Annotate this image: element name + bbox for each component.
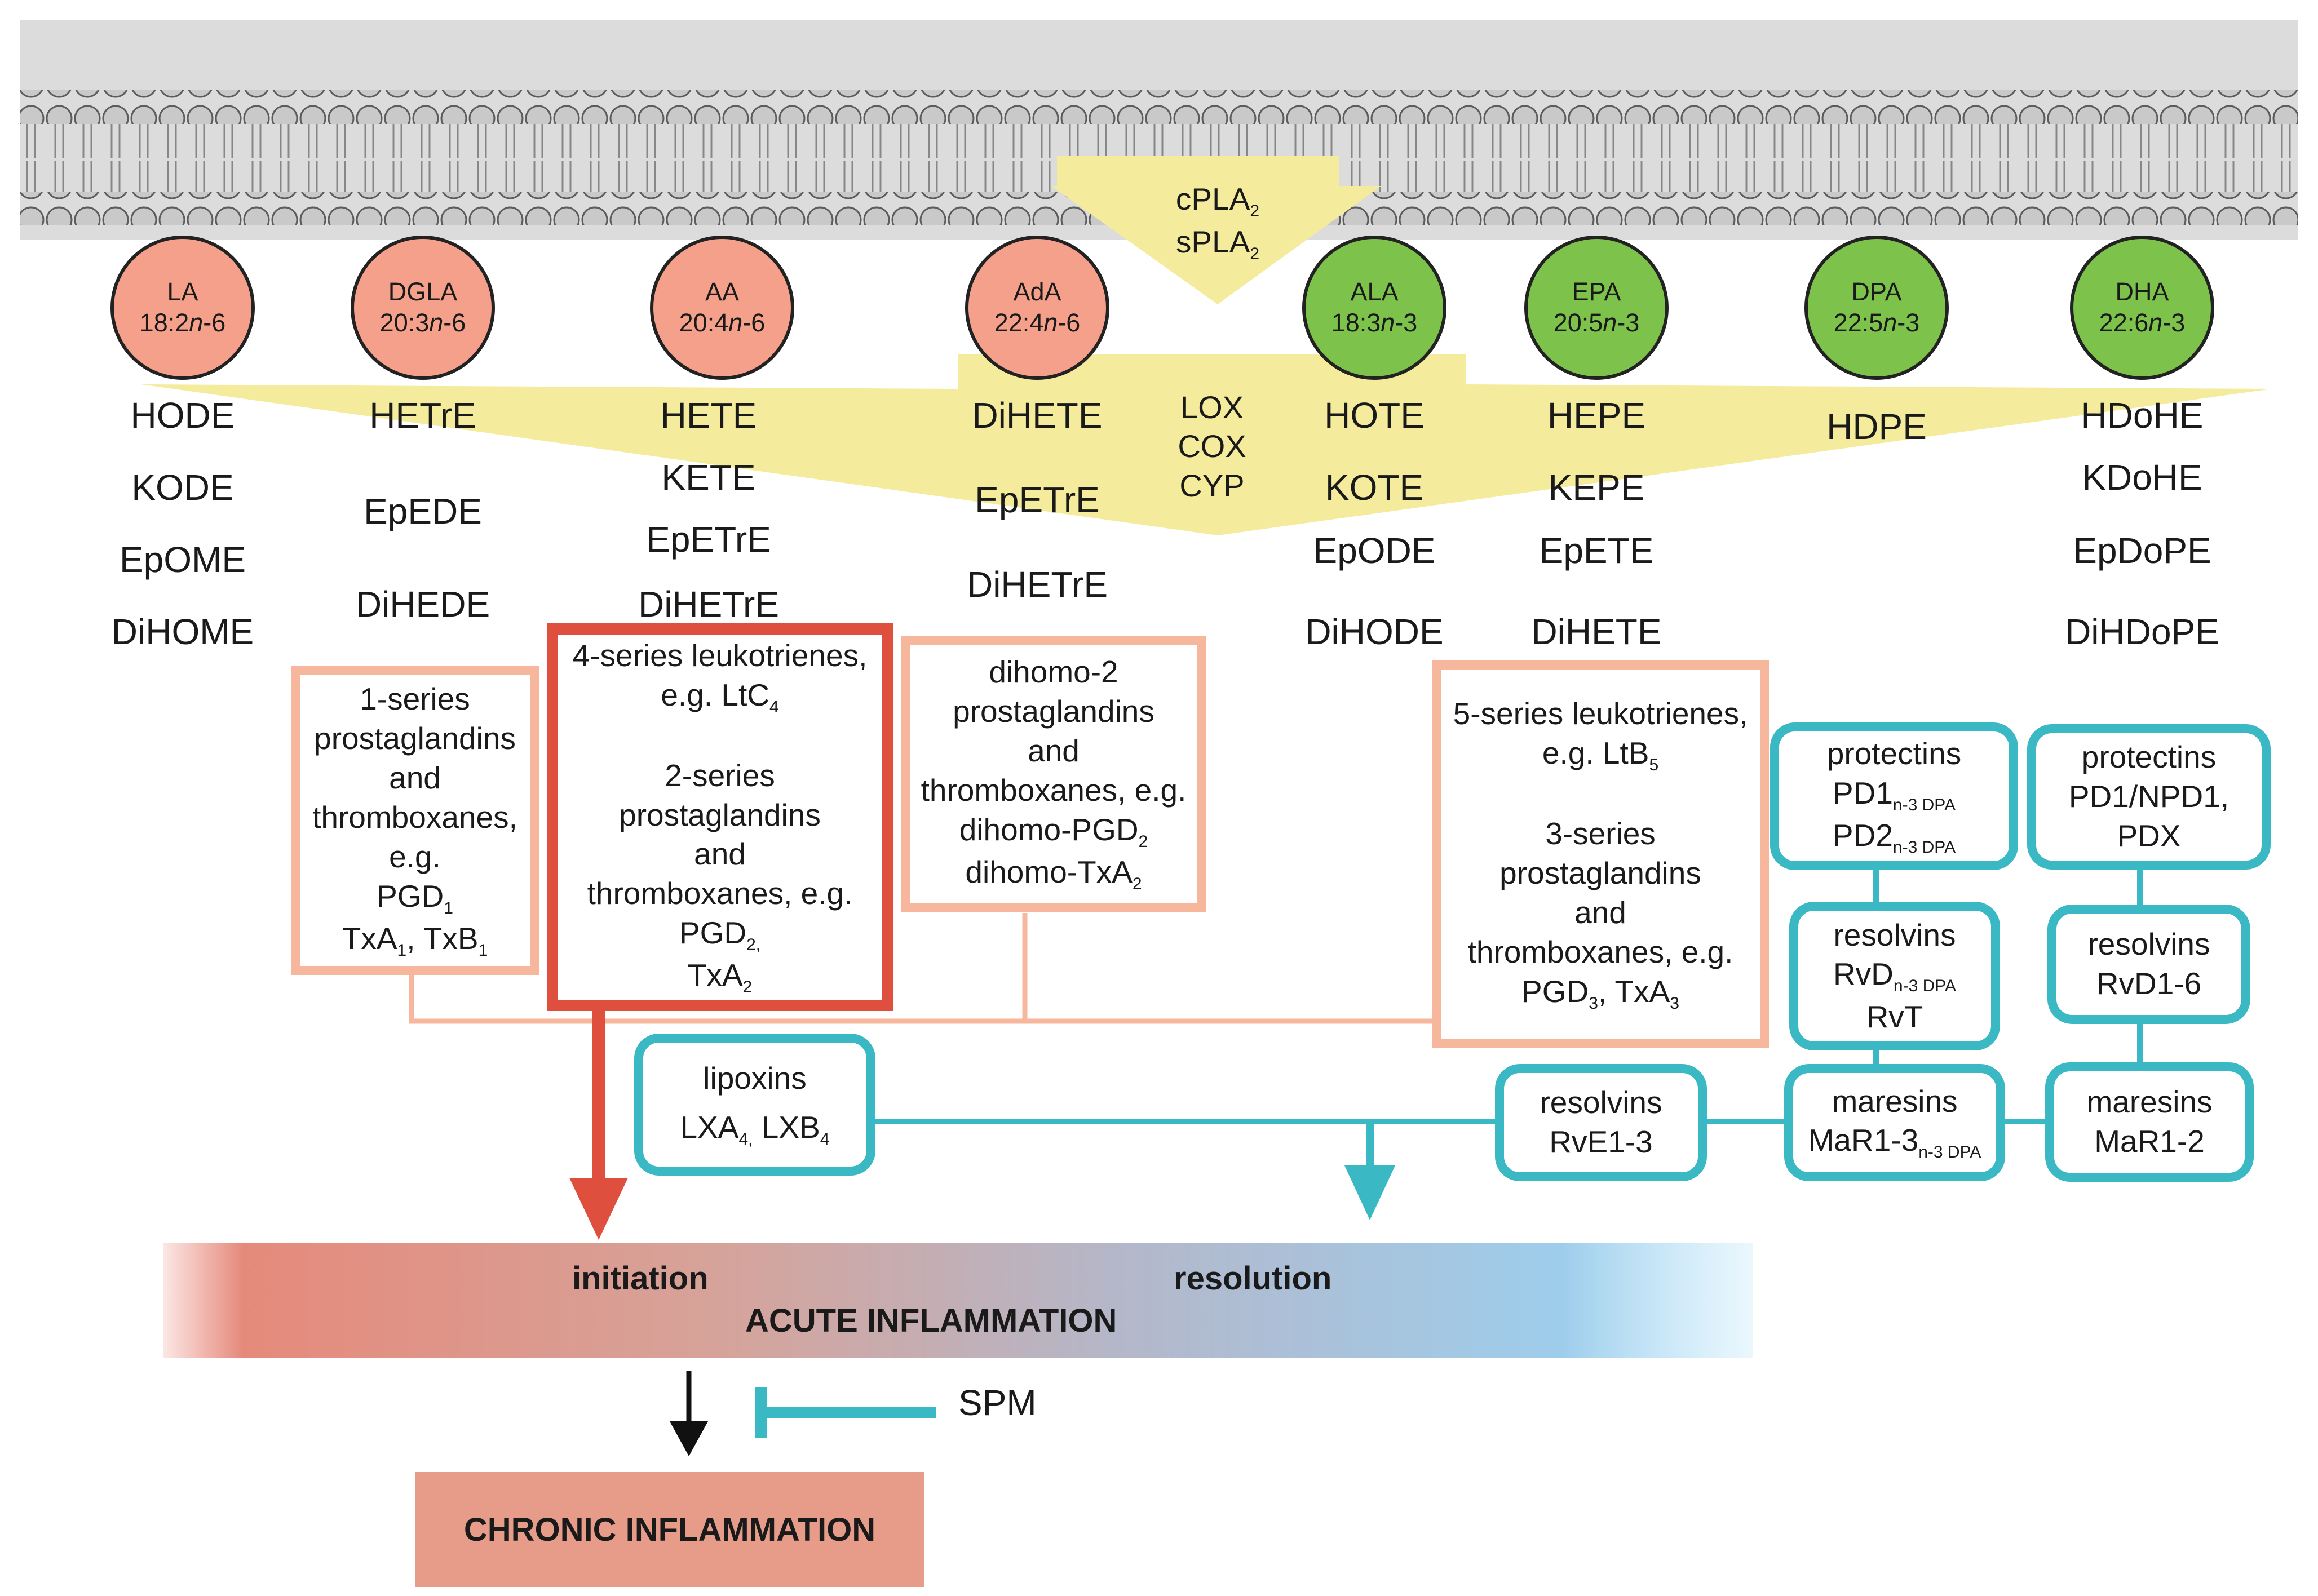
maresins-dpa-box: maresins MaR1-3n-3 DPA	[1784, 1064, 2005, 1181]
fatty-acid-aa: AA 20:4n-6	[650, 236, 794, 380]
oxylipin: HODE	[130, 395, 235, 436]
oxylipin: KODE	[131, 467, 234, 508]
phospholipase-arrow	[1051, 156, 1381, 304]
resolvins-e-box: resolvins RvE1-3	[1495, 1064, 1707, 1181]
aa-eicosanoids-box: 4-series leukotrienes, e.g. LtC4 2-serie…	[547, 623, 893, 1011]
oxylipin: EpETrE	[975, 480, 1100, 520]
membrane-outer-heads	[20, 90, 2298, 124]
dgla-eicosanoids-box: 1-series prostaglandins and thromboxanes…	[291, 666, 539, 975]
chronic-inflammation-box: CHRONIC INFLAMMATION	[415, 1472, 924, 1587]
oxylipin: DiHOME	[111, 611, 254, 652]
spm-resolution-arrow	[1344, 1121, 1395, 1220]
chronic-inflammation-label: CHRONIC INFLAMMATION	[463, 1511, 876, 1548]
oxylipin: KETE	[661, 457, 756, 498]
oxylipin: DiHDoPE	[2065, 611, 2219, 652]
ada-eicosanoids-box: dihomo-2 prostaglandins and thromboxanes…	[901, 636, 1206, 912]
oxylipin: HEPE	[1547, 395, 1646, 436]
epa-eicosanoids-box: 5-series leukotrienes, e.g. LtB5 3-serie…	[1432, 660, 1769, 1048]
oxylipin: EpETE	[1539, 530, 1654, 571]
maresins-dha-box: maresins MaR1-2	[2045, 1062, 2254, 1182]
fatty-acid-dha: DHA 22:6n-3	[2070, 236, 2214, 380]
initiation-label: initiation	[572, 1260, 709, 1297]
oxylipin: EpOME	[119, 539, 246, 580]
oxylipin: HDPE	[1826, 406, 1927, 447]
oxylipin: DiHETE	[972, 395, 1103, 436]
oxygenase-arrow	[141, 354, 2272, 535]
acute-inflammation-label: ACUTE INFLAMMATION	[745, 1302, 1117, 1339]
oxygenase-label: LOX COX CYP	[1178, 389, 1246, 503]
membrane-outer-tails	[20, 124, 2298, 158]
oxylipin: EpETrE	[646, 519, 771, 560]
oxylipin: DiHETrE	[966, 564, 1108, 605]
oxylipin: DiHEDE	[355, 584, 490, 624]
resolvins-dpa-box: resolvins RvDn-3 DPA RvT	[1789, 902, 2000, 1050]
oxylipin: HETE	[660, 395, 757, 436]
oxylipin: EpEDE	[364, 491, 482, 531]
oxylipin: KOTE	[1325, 467, 1424, 508]
pro-inflammatory-arrow	[569, 1007, 628, 1240]
protectins-dha-box: protectins PD1/NPD1, PDX	[2027, 724, 2271, 870]
spm-inhibition-symbol	[755, 1387, 936, 1438]
resolution-label: resolution	[1174, 1260, 1332, 1297]
oxylipin: HDoHE	[2081, 395, 2204, 436]
oxylipin: EpODE	[1313, 530, 1436, 571]
fatty-acid-epa: EPA 20:5n-3	[1524, 236, 1669, 380]
acute-inflammation-bar	[163, 1243, 1753, 1358]
oxylipin: DiHODE	[1305, 611, 1444, 652]
phospholipase-label: cPLA2 sPLA2	[1175, 181, 1260, 264]
oxylipin: HOTE	[1324, 395, 1425, 436]
fatty-acid-ada: AdA 22:4n-6	[965, 236, 1109, 380]
oxylipin: EpDoPE	[2073, 530, 2211, 571]
protectins-dpa-box: protectins PD1n-3 DPA PD2n-3 DPA	[1770, 722, 2018, 870]
eicosanoid-connectors	[409, 913, 1437, 1024]
chronic-progression-arrow	[670, 1371, 708, 1456]
lipoxins-box: lipoxins LXA4, LXB4	[634, 1034, 875, 1176]
oxylipin: KEPE	[1548, 467, 1645, 508]
spm-connectors	[871, 865, 2143, 1124]
oxylipin: HETrE	[369, 395, 476, 436]
oxylipin: DiHETE	[1531, 611, 1662, 652]
fatty-acid-ala: ALA 18:3n-3	[1302, 236, 1446, 380]
fatty-acid-dpa: DPA 22:5n-3	[1804, 236, 1949, 380]
fatty-acid-la: LA 18:2n-6	[110, 236, 255, 380]
spm-label: SPM	[958, 1382, 1037, 1423]
fatty-acid-dgla: DGLA 20:3n-6	[351, 236, 495, 380]
oxylipin: DiHETrE	[638, 584, 780, 624]
resolvins-dha-box: resolvins RvD1-6	[2047, 905, 2250, 1024]
oxylipin: KDoHE	[2082, 457, 2202, 498]
